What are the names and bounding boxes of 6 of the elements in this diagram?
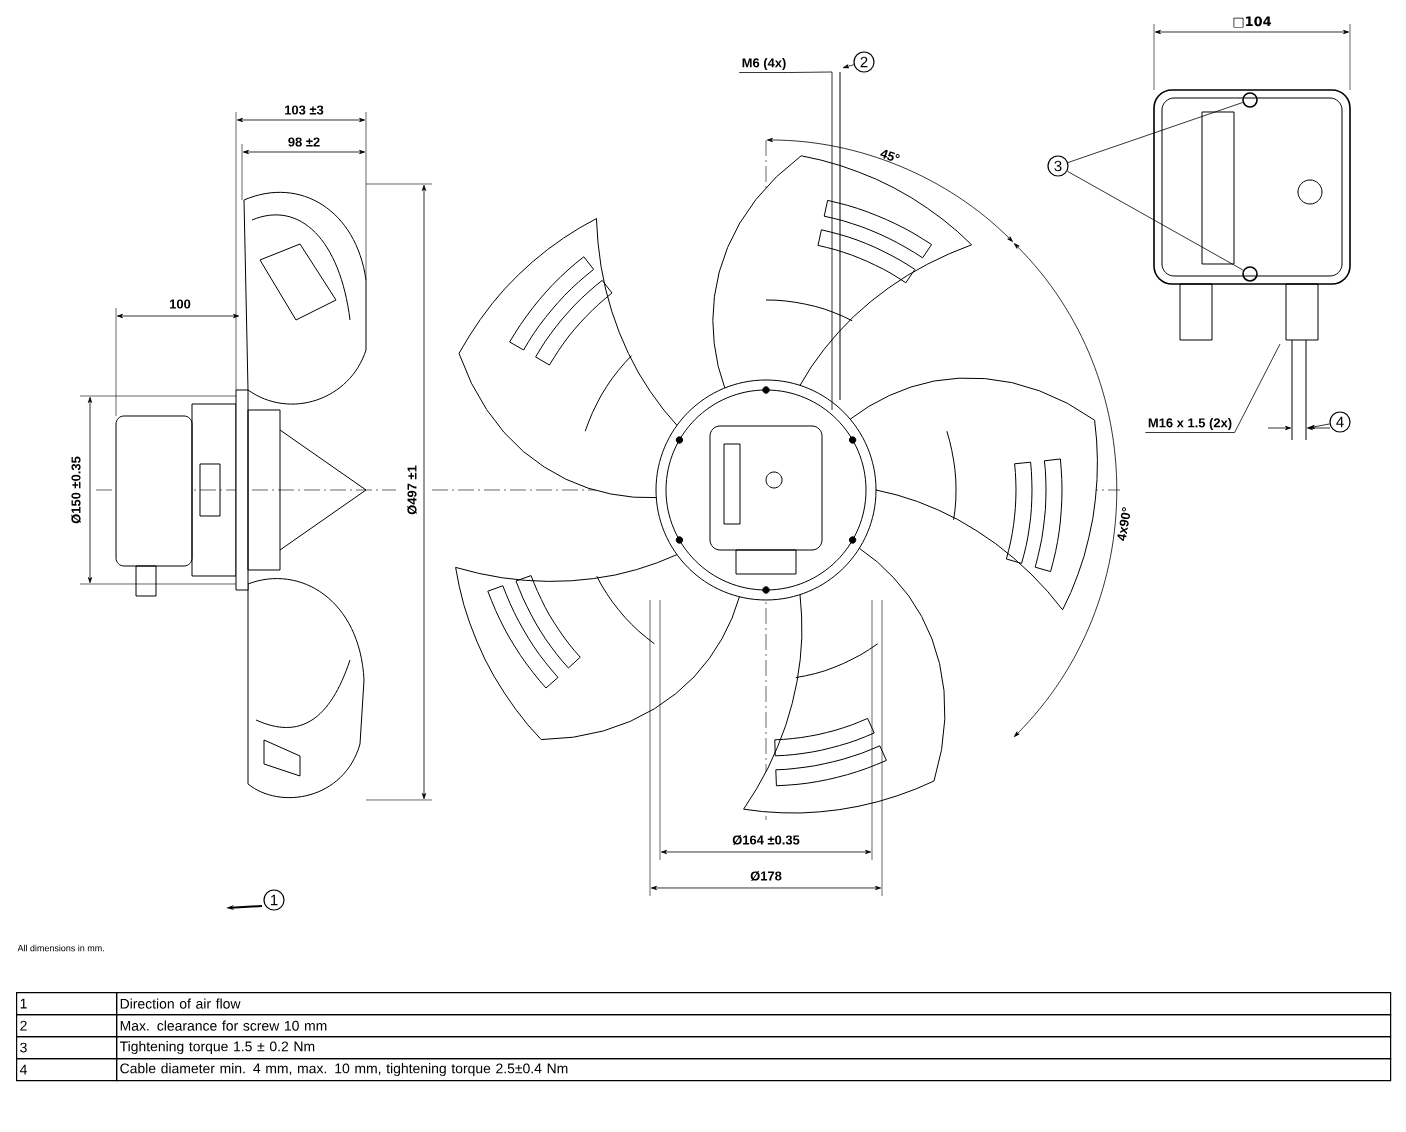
- screw-head: [1242, 92, 1258, 108]
- leader-line: [842, 64, 855, 69]
- leader-line: [1145, 343, 1281, 433]
- leader-line: [738, 71, 833, 411]
- screw-head: [1242, 266, 1258, 282]
- leader-line: [1067, 102, 1244, 163]
